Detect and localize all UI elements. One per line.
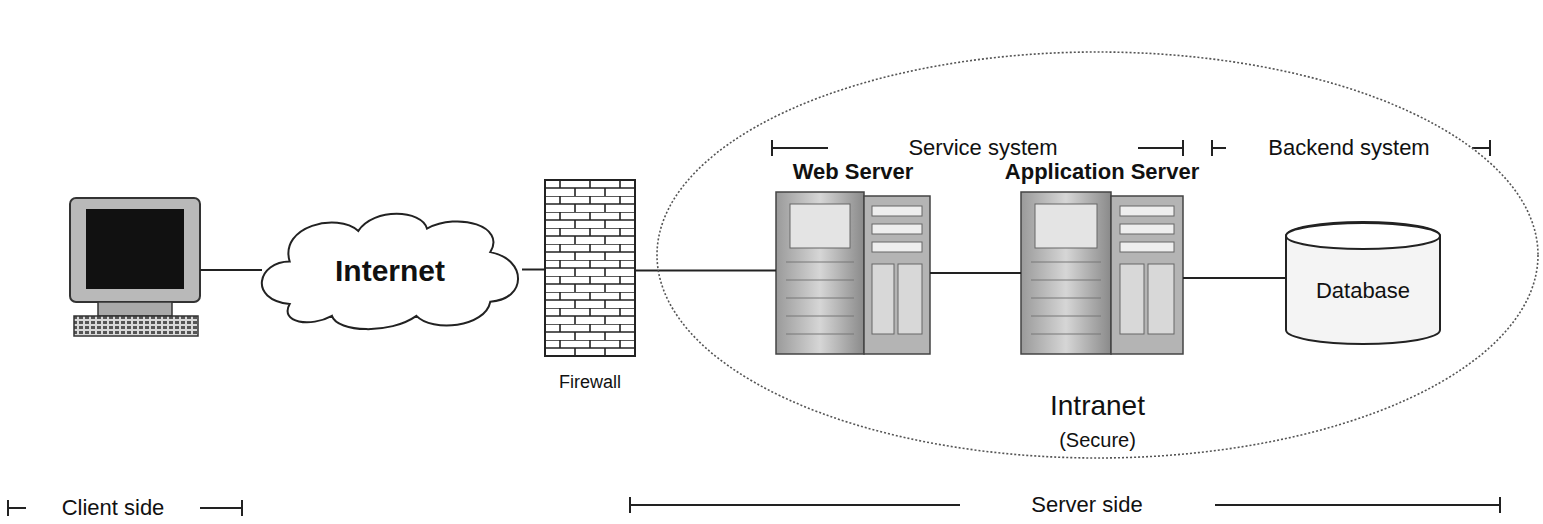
firewall-node: Firewall [545,180,635,356]
network-link [635,270,776,272]
node-label: Firewall [559,372,621,393]
network-link [522,269,545,271]
node-label: Application Server [1005,159,1199,184]
web-server-node: Web Server [776,192,930,354]
span-label: Backend system [1262,135,1435,161]
span-label: Server side [1025,492,1148,518]
node-label: Internet [335,254,445,289]
application-server-rack [1021,192,1183,354]
client-link [200,269,262,271]
span-label: Service system [902,135,1063,161]
intranet-region: Intranet(Secure)Web ServerApplication Se… [655,50,1540,460]
network-link [930,272,1021,274]
network-cloud: Internet [258,212,522,330]
node-label: Intranet [1050,390,1145,422]
computer-icon [70,198,200,336]
node-label: Database [1316,278,1410,303]
application-server-node: Application Server [1021,192,1183,354]
span-label: Client side [56,495,171,521]
database-cylinder: Database [1285,222,1441,344]
network-link [1183,277,1285,279]
span-brackets [8,140,1500,516]
node-label: Web Server [793,159,914,184]
web-server-rack [776,192,930,354]
node-sublabel: (Secure) [1059,429,1136,452]
firewall-wall [545,180,635,356]
